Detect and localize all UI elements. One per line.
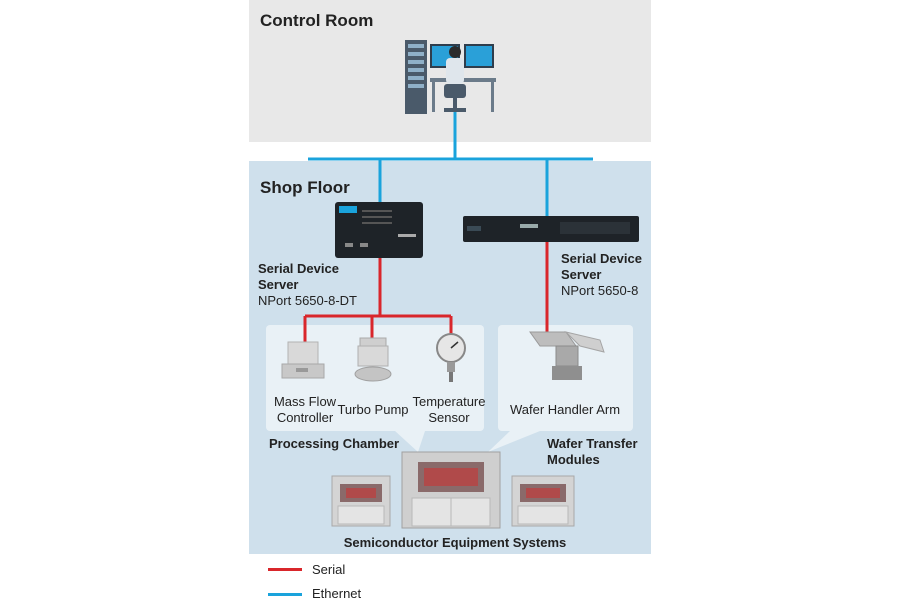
nport-dt-label-line2: Server [258,277,299,292]
nport-rack-model: NPort 5650-8 [561,283,639,298]
processing-callout [395,431,425,452]
mass-flow-controller-device [281,341,325,379]
nport-5650-8-device [463,216,639,242]
semiconductor-equipment-center [401,451,501,529]
wafer-transfer-title-line1: Wafer Transfer [547,436,638,451]
semiconductor-equipment-left [331,475,391,527]
control-room-title: Control Room [260,11,374,30]
workstation-icon [405,40,496,114]
nport-dt-label-line1: Serial Device [258,261,339,276]
mass-flow-controller-label-line1: Mass Flow [273,394,337,409]
nport-rack-label: Serial Device Server NPort 5650-8 [561,251,649,299]
shop-floor-title: Shop Floor [260,178,350,197]
wafer-handler-arm-device [529,331,605,380]
nport-rack-label-line2: Server [561,267,602,282]
nport-rack-label-line1: Serial Device [561,251,642,266]
turbo-pump-label: Turbo Pump [336,402,410,418]
nport-5650-8-dt-device [335,202,423,258]
processing-chamber-title: Processing Chamber [269,436,400,451]
nport-dt-label: Serial Device Server NPort 5650-8-DT [258,261,378,309]
wafer-handler-arm-label: Wafer Handler Arm [509,402,621,417]
equipment-title: Semiconductor Equipment Systems [343,535,567,550]
serial-lines [303,242,549,342]
legend-ethernet-label: Ethernet [312,586,362,601]
temperature-sensor-device [436,333,466,382]
temperature-sensor-label-line1: Temperature [412,394,486,409]
wafer-callout [488,431,540,452]
legend-serial-swatch [268,568,302,571]
nport-dt-model: NPort 5650-8-DT [258,293,357,308]
mass-flow-controller-label: Mass Flow Controller [268,394,342,426]
legend-ethernet-swatch [268,593,302,596]
temperature-sensor-label-line2: Sensor [428,410,470,425]
turbo-pump-device [354,337,392,382]
temperature-sensor-label: Temperature Sensor [410,394,488,426]
semiconductor-equipment-right [511,475,575,527]
ethernet-lines [308,112,593,216]
wafer-transfer-title-line2: Modules [547,452,600,467]
turbo-pump-label-line1: Turbo Pump [337,402,409,417]
mass-flow-controller-label-line2: Controller [276,410,334,425]
wafer-transfer-title: Wafer Transfer Modules [547,436,647,468]
legend-serial-label: Serial [312,562,346,577]
